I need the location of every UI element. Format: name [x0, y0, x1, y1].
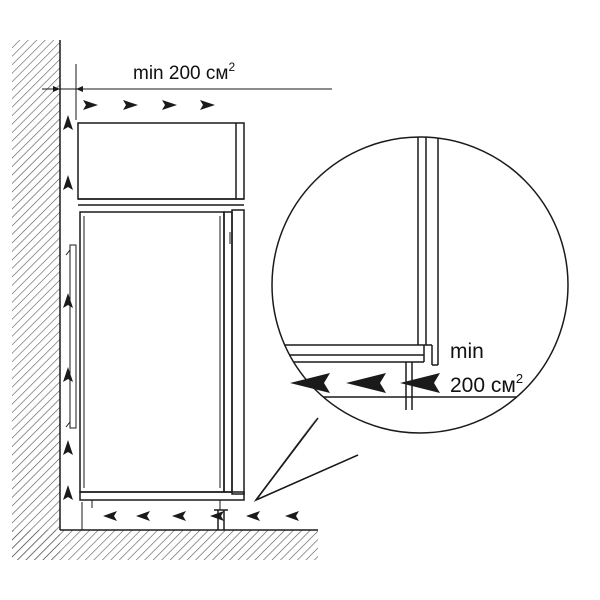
airflow-arrow-icon [103, 511, 117, 521]
airflow-arrow-icon [400, 373, 440, 393]
airflow-arrow-icon [210, 511, 224, 521]
airflow-arrow-icon [63, 367, 73, 382]
upper-cabinet [77, 122, 245, 206]
zoom-inflow-arrows [290, 373, 440, 393]
bottom-inflow-arrows [103, 511, 299, 521]
dimension-line [42, 64, 332, 120]
floor [12, 510, 318, 560]
top-ventilation-label: min 200 см2 [133, 60, 235, 84]
airflow-arrow-icon [83, 100, 98, 110]
airflow-arrow-icon [63, 293, 73, 308]
top-outflow-arrows [83, 100, 215, 110]
airflow-arrow-icon [136, 511, 150, 521]
rear-airflow-arrows [63, 115, 73, 500]
refrigerator [65, 209, 245, 495]
airflow-arrow-icon [63, 440, 73, 455]
airflow-arrow-icon [346, 373, 386, 393]
zoom-min-label: min [450, 340, 484, 363]
top-sup-text: 2 [228, 60, 235, 74]
airflow-arrow-icon [63, 485, 73, 500]
airflow-arrow-icon [162, 100, 177, 110]
airflow-arrow-icon [290, 373, 330, 393]
airflow-arrow-icon [172, 511, 186, 521]
top-min-text: min 200 см [133, 63, 228, 84]
zoom-area-text: 200 см [450, 374, 516, 397]
airflow-arrow-icon [246, 511, 260, 521]
airflow-arrow-icon [123, 100, 138, 110]
zoom-area-label: 200 см2 [450, 371, 523, 397]
plinth [79, 491, 245, 530]
airflow-arrow-icon [200, 100, 215, 110]
airflow-arrow-icon [285, 511, 299, 521]
zoom-sup-text: 2 [516, 371, 523, 386]
airflow-arrow-icon [63, 115, 73, 130]
wall [12, 40, 61, 560]
zoom-callout [253, 136, 569, 502]
airflow-arrow-icon [63, 175, 73, 190]
